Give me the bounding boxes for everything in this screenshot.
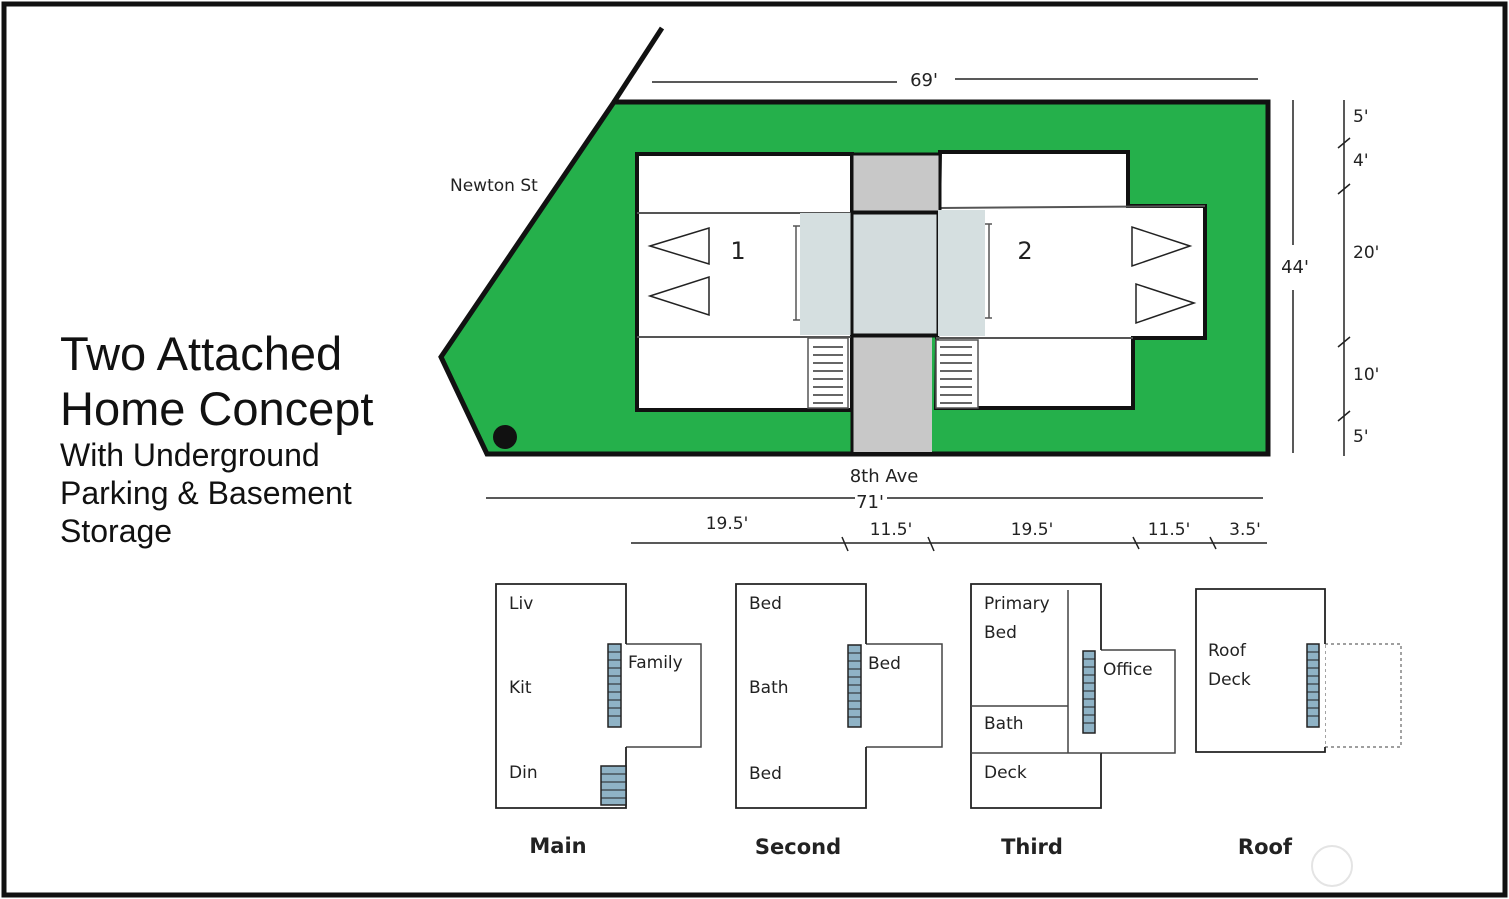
connector-left (800, 213, 852, 335)
main-kit-label: Kit (509, 678, 532, 698)
dim-bottom-seg-4: 11.5' (1148, 520, 1191, 540)
floor-plan-main (495, 583, 702, 809)
roof-roof-label: Roof (1208, 641, 1247, 661)
dim-bottom-seg-3: 19.5' (1011, 520, 1054, 540)
watermark-circle (1311, 845, 1353, 887)
newton-st-label: Newton St (450, 176, 538, 196)
title-line-1: Two Attached (60, 327, 343, 380)
third-bed-label: Bed (984, 623, 1017, 643)
connector-center (850, 211, 940, 337)
dim-bottom-seg-5: 3.5' (1229, 520, 1261, 540)
main-liv-label: Liv (509, 594, 533, 614)
floor-name-third: Third (1001, 835, 1063, 859)
arrow-right-1 (1131, 225, 1193, 268)
subtitle-line-2: Parking & Basement (60, 475, 352, 511)
walkway-top (850, 152, 942, 214)
dim-right-seg-5: 5' (1353, 427, 1369, 447)
roof-deck-label: Deck (1208, 670, 1251, 690)
unit-2-divider-top (939, 205, 1206, 209)
arrow-right-2 (1135, 282, 1197, 325)
third-bath-label: Bath (984, 714, 1024, 734)
dim-right-seg-1: 5' (1353, 107, 1369, 127)
dim-top: 69' (910, 70, 938, 91)
title-line-2: Home Concept (60, 382, 374, 435)
subtitle-line-3: Storage (60, 513, 173, 549)
walkway-bottom (852, 336, 932, 452)
floor-name-second: Second (755, 835, 841, 859)
third-primary-label: Primary (984, 594, 1050, 614)
second-bed-top-label: Bed (749, 594, 782, 614)
unit-2-footprint (933, 150, 1207, 410)
newton-st-line (611, 26, 665, 104)
8th-ave-label: 8th Ave (850, 466, 919, 487)
floor-plan-roof (1195, 588, 1402, 753)
second-bed-bottom-label: Bed (749, 764, 782, 784)
floor-plan-second (735, 583, 943, 809)
site-stair-right (935, 339, 979, 409)
unit-2-label: 2 (1017, 237, 1032, 265)
second-bath-label: Bath (749, 678, 789, 698)
third-office-label: Office (1103, 660, 1153, 680)
subtitle-line-1: With Underground (60, 437, 320, 473)
connector-right (938, 210, 985, 336)
second-bed-right-label: Bed (868, 654, 901, 674)
dim-bottom-seg-2: 11.5' (870, 520, 913, 540)
arrow-left-1 (647, 226, 710, 266)
corner-marker (493, 425, 517, 449)
dim-bottom: 71' (856, 492, 884, 513)
dim-right: 44' (1281, 257, 1309, 278)
dim-right-seg-4: 10' (1353, 365, 1379, 385)
site-stair-left (807, 337, 849, 409)
main-din-label: Din (509, 763, 538, 783)
dim-right-seg-3: 20' (1353, 243, 1379, 263)
title-block: Two Attached Home Concept With Undergrou… (60, 326, 374, 550)
main-family-label: Family (628, 653, 683, 673)
floor-plan-third (970, 583, 1176, 809)
floor-name-main: Main (529, 834, 586, 858)
dim-bottom-seg-1: 19.5' (706, 514, 749, 534)
arrow-left-2 (647, 275, 710, 317)
floor-name-roof: Roof (1238, 835, 1293, 859)
dim-right-seg-2: 4' (1353, 151, 1369, 171)
third-deck-label: Deck (984, 763, 1027, 783)
unit-1-label: 1 (730, 237, 745, 265)
